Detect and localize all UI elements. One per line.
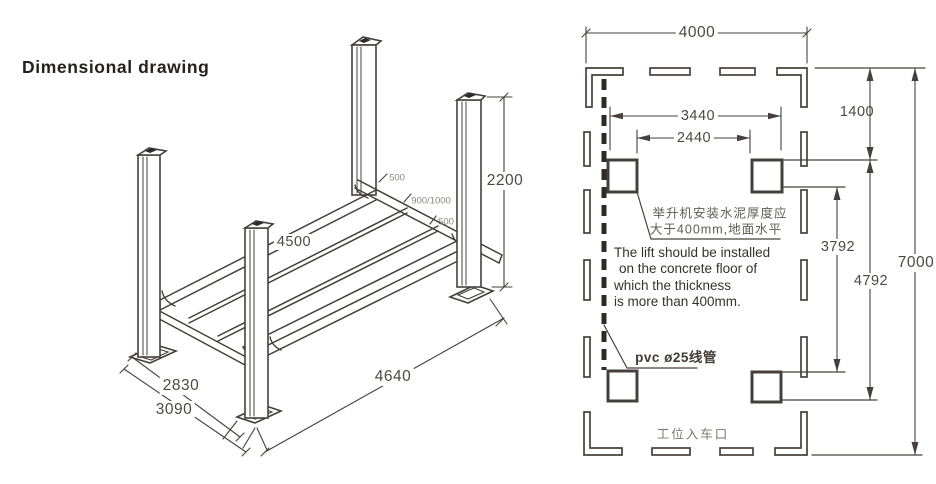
concrete-note-en-line4: is more than 400mm.: [614, 294, 741, 310]
concrete-note-cn-line2: 大于400mm,地面水平: [649, 222, 783, 237]
iso-dim-runway-edge-bottom: 500: [438, 216, 454, 228]
plan-dim-bay-width: 4000: [675, 24, 719, 42]
post-front-left: [234, 220, 284, 424]
iso-dim-runway-track-width: 900/1000: [411, 195, 451, 207]
entrance-label: 工位入车口: [656, 427, 730, 442]
concrete-note-en-line1: The lift should be installed: [614, 245, 771, 260]
concrete-note-en: The lift should be installed on the conc…: [614, 245, 804, 311]
concrete-note-cn-line1: 举升机安装水泥厚度应: [652, 206, 788, 221]
iso-dim-length-overall: 4640: [371, 368, 415, 386]
pvc-conduit-label: pvc ø25线管: [635, 350, 717, 365]
base-plates: [606, 158, 784, 404]
concrete-note-en-line3: which the thickness: [614, 277, 732, 293]
bay-walls: [583, 67, 808, 456]
iso-dim-width-inner: 2830: [159, 377, 203, 395]
plan-dim-plates-inner-x: 2440: [673, 130, 715, 146]
plan-dim-plates-outer-y: 4792: [850, 273, 892, 289]
concrete-note-en-line2: on the concrete floor of: [619, 261, 758, 277]
post-front-right: [447, 92, 496, 304]
plan-dim-plates-outer-x: 3440: [677, 108, 719, 124]
note-leaders: [603, 191, 781, 369]
iso-dim-width-outer: 3090: [152, 401, 196, 419]
plan-dim-front-offset: 1400: [839, 104, 875, 120]
platform-frame: [149, 179, 503, 366]
page-title: Dimensional drawing: [22, 57, 210, 77]
iso-dim-post-height: 2200: [483, 172, 527, 190]
plan-dim-plates-inner-y: 3792: [817, 239, 859, 255]
iso-dim-runway-edge-top: 500: [389, 172, 405, 184]
post-back-right: [349, 36, 383, 196]
plan-dim-bay-depth: 7000: [894, 254, 936, 272]
isometric-view: [119, 36, 513, 457]
iso-dim-platform-length: 4500: [273, 234, 315, 250]
plan-view: [581, 26, 926, 456]
post-back-left: [127, 147, 179, 364]
